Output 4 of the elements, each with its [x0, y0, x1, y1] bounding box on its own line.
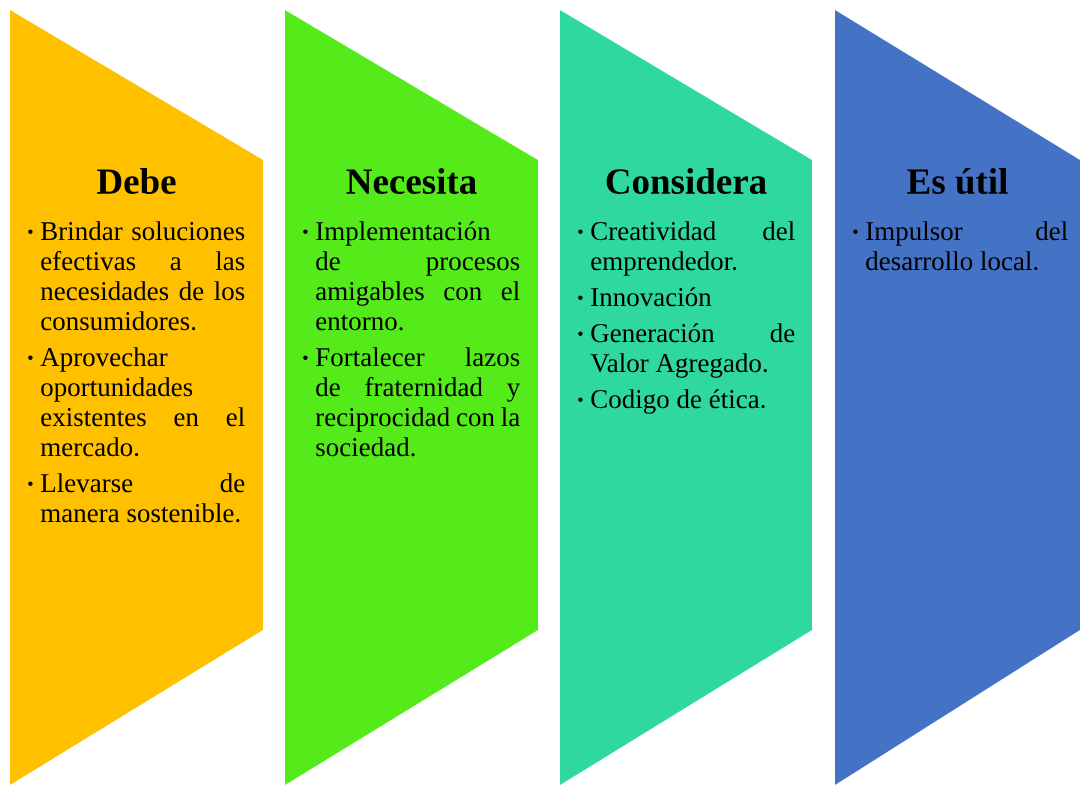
- chevron-panel: Debe Brindar soluciones efectivas a las necesidades de los consumidores. Aprovechar oportunidades existentes en el mercado. Llevarse de manera sostenible.: [10, 10, 263, 785]
- chevron-panel: Necesita Implementación de procesos amigables con el entorno. Fortalecer lazos de fraternidad y reciprocidad con la sociedad.: [285, 10, 538, 785]
- chevron-panel: Es útil Impulsor del desarrollo local.: [835, 10, 1080, 785]
- chevron-panel: Considera Creatividad del emprendedor. Innovación Generación de Valor Agregado. Codigo de ética.: [560, 10, 812, 785]
